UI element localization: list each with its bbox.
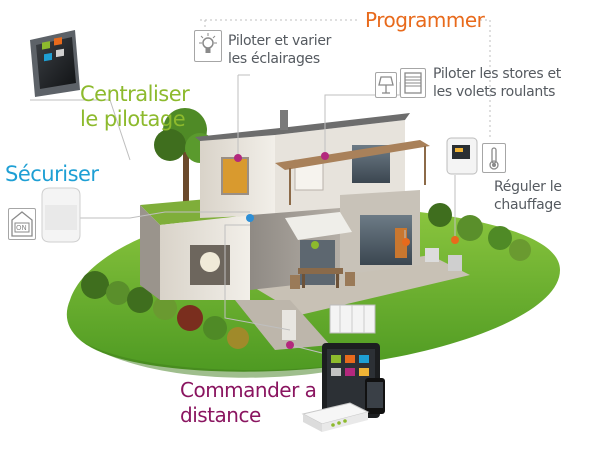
gate <box>282 304 376 340</box>
awning <box>285 212 352 240</box>
lightbulb-icon <box>194 30 222 62</box>
alarm-sensor-device <box>41 187 81 243</box>
label-eclairages-line1: Piloter et varier <box>228 33 332 49</box>
lit-window <box>221 157 249 195</box>
connector-dot <box>246 214 254 222</box>
label-eclairages: Piloter et varier les éclairages <box>228 32 331 68</box>
label-chauffage-line2: chauffage <box>494 197 562 213</box>
thermometer-icon <box>482 143 506 173</box>
label-centraliser: Centraliser le pilotage <box>80 82 190 132</box>
label-commander-line1: Commander a <box>180 378 317 402</box>
phone-device <box>365 378 385 414</box>
terrace <box>250 255 470 315</box>
lamp-icon <box>375 72 397 98</box>
label-chauffage-line1: Réguler le <box>494 179 562 195</box>
garden-chairs <box>425 248 462 271</box>
label-stores-line2: les volets roulants <box>433 84 556 100</box>
main-wall-right <box>275 120 405 215</box>
lawn-shadow <box>80 340 380 378</box>
label-centraliser-line2: le pilotage <box>80 107 186 131</box>
chimney <box>280 110 288 130</box>
connector-lines <box>30 19 491 356</box>
label-centraliser-line1: Centraliser <box>80 82 190 106</box>
thermostat-device <box>446 137 478 175</box>
roller-shutter-icon <box>400 68 426 98</box>
gateway-box-device <box>301 402 370 432</box>
terrace-table <box>290 268 355 289</box>
main-roof <box>195 113 410 141</box>
label-commander: Commander a distance <box>180 378 317 428</box>
alarm-on-label: ON <box>16 224 27 232</box>
connector-dot <box>286 341 294 349</box>
label-commander-line2: distance <box>180 403 261 427</box>
bushes-left <box>81 271 249 349</box>
connector-dot <box>234 154 242 162</box>
control-panel-device <box>30 30 80 97</box>
connector-dot <box>402 238 410 246</box>
pergola <box>275 140 430 205</box>
label-stores: Piloter les stores et les volets roulant… <box>433 65 561 101</box>
home-security-icon: ON <box>8 208 36 240</box>
connector-dot <box>451 236 459 244</box>
bushes-right <box>428 203 531 261</box>
connector-dot <box>321 152 329 160</box>
label-chauffage: Réguler le chauffage <box>494 178 562 214</box>
label-stores-line1: Piloter les stores et <box>433 66 561 82</box>
label-eclairages-line2: les éclairages <box>228 51 320 67</box>
garage-side <box>140 205 160 300</box>
label-programmer: Programmer <box>365 8 485 32</box>
label-securiser: Sécuriser <box>5 162 99 186</box>
connector-dot <box>311 241 319 249</box>
